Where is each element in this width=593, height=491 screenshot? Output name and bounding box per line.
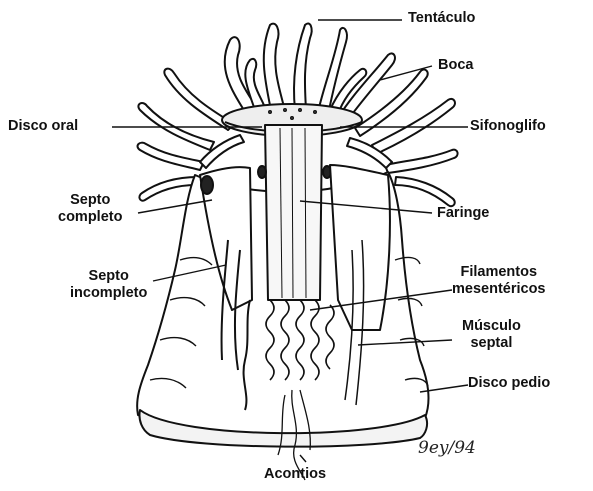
label-tentaculo: Tentáculo: [408, 10, 475, 27]
artist-signature: 9ey/94: [418, 438, 476, 458]
label-musculo: Músculo septal: [462, 318, 521, 352]
label-sifonoglifo: Sifonoglifo: [470, 118, 546, 135]
label-septo-completo: Septo completo: [58, 192, 122, 226]
label-boca: Boca: [438, 57, 473, 74]
label-acontios: Acontios: [264, 466, 326, 483]
pharynx: [265, 125, 322, 300]
label-faringe: Faringe: [437, 205, 489, 222]
label-septo-incompleto: Septo incompleto: [70, 268, 147, 302]
label-disco-pedio: Disco pedio: [468, 375, 550, 392]
label-filamentos: Filamentos mesentéricos: [452, 264, 546, 298]
label-disco-oral: Disco oral: [8, 118, 78, 135]
